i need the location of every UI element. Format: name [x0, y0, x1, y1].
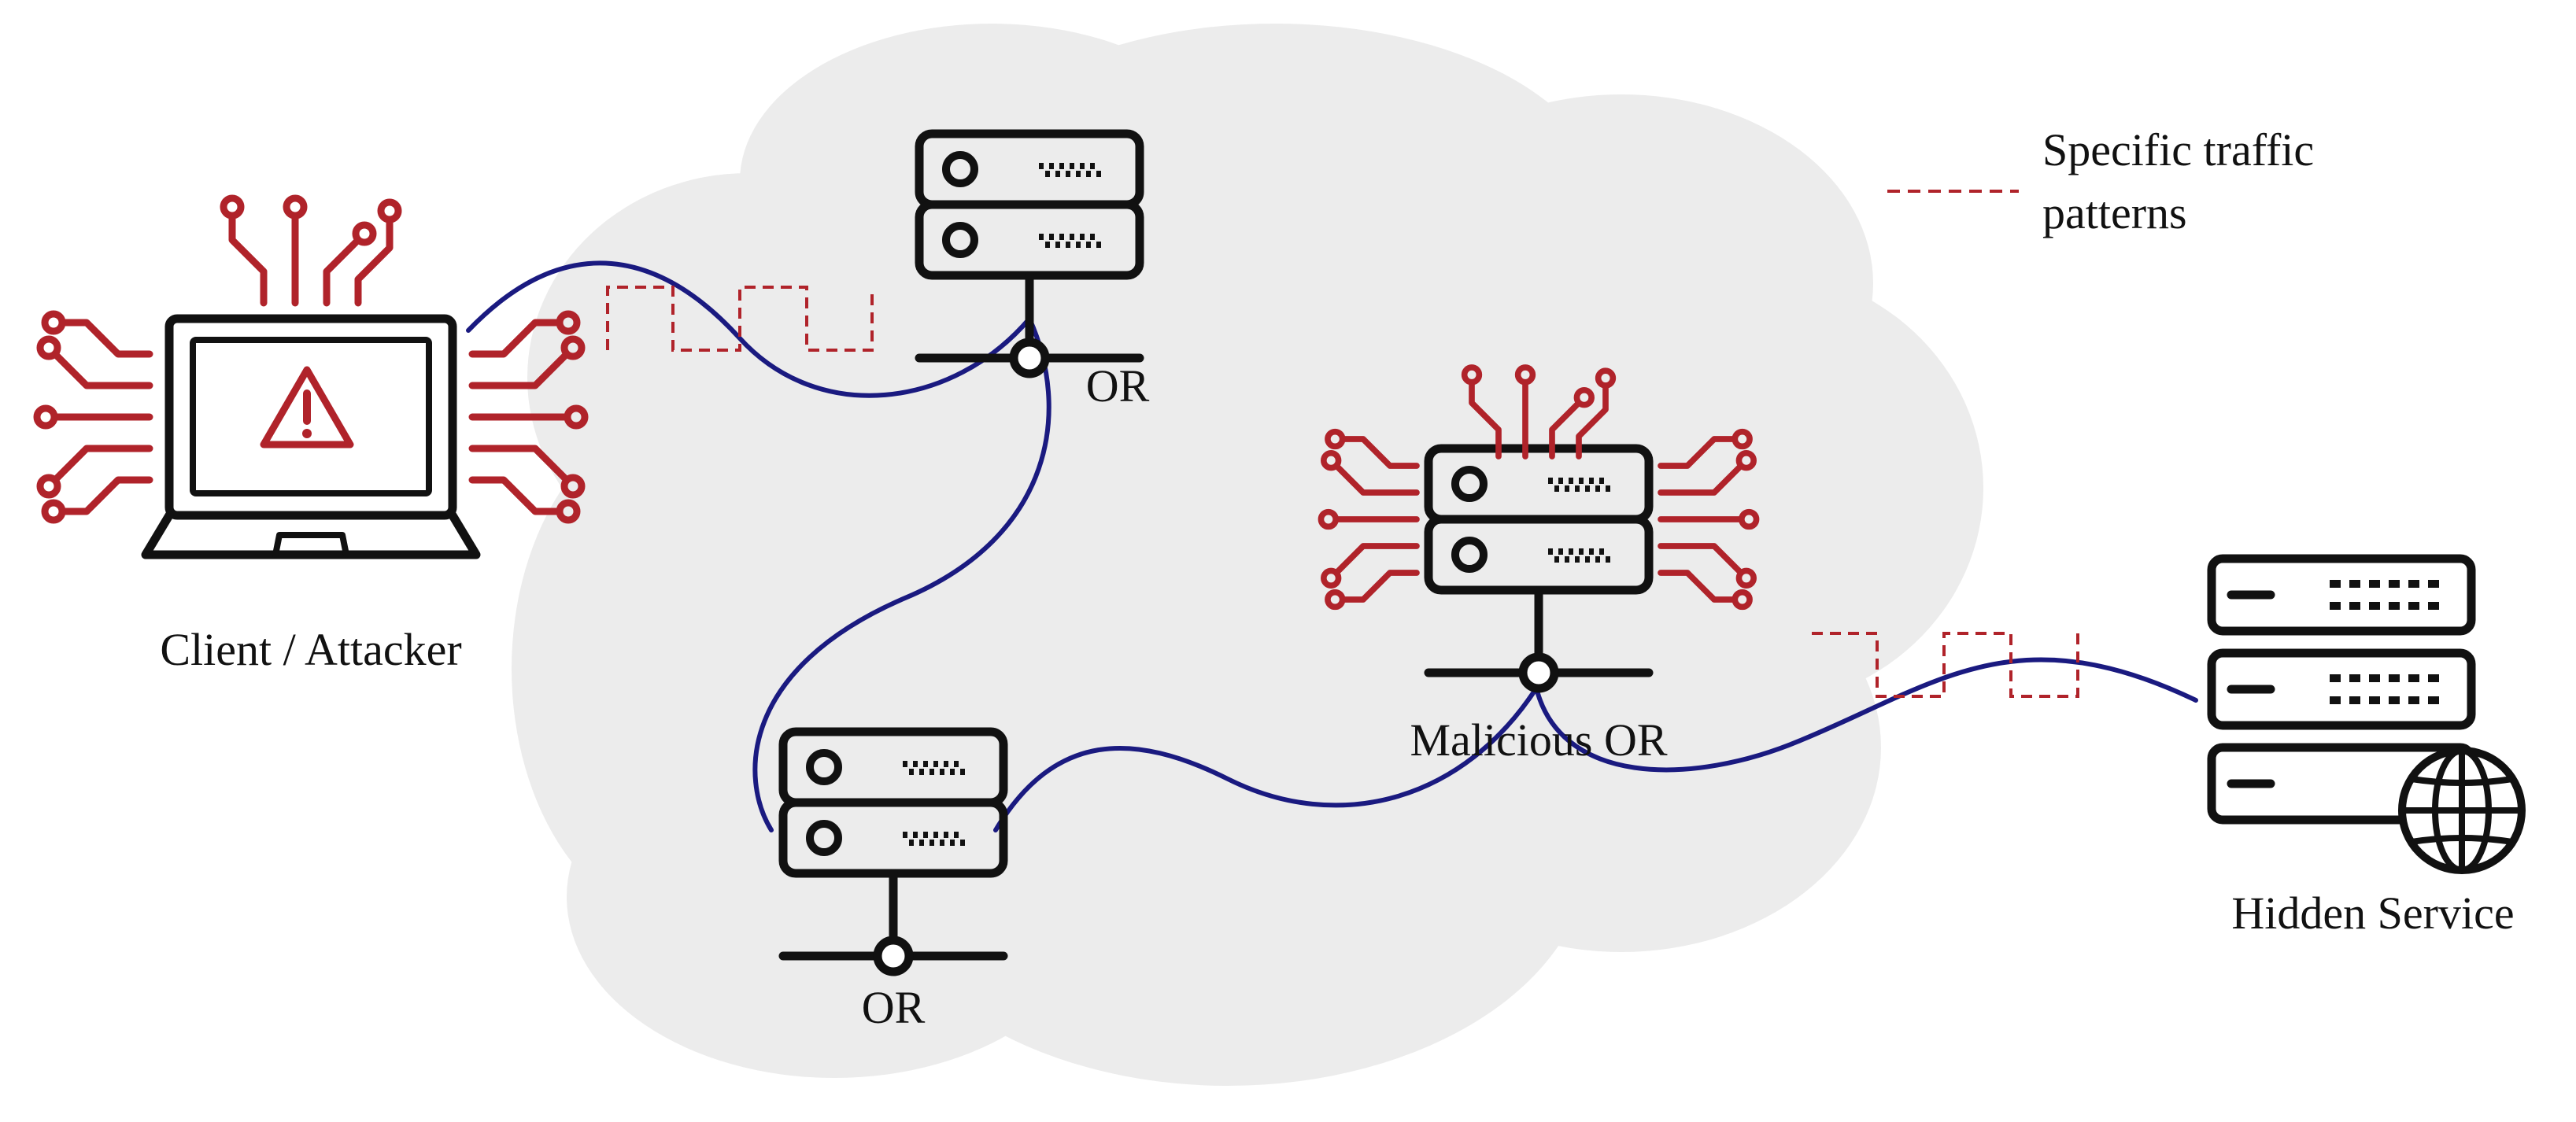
- relay-bottom-label: OR: [862, 982, 926, 1033]
- circuit-traces-icon: [37, 198, 585, 520]
- network-cloud: [512, 24, 1983, 1086]
- legend-label-line2: patterns: [2042, 187, 2187, 238]
- link-client-to-relay-top: [466, 260, 1032, 398]
- legend-label-line1: Specific traffic: [2042, 124, 2314, 175]
- link-relay-top-to-relay-bottom: [752, 316, 1051, 832]
- server-globe-icon: [2207, 554, 2526, 874]
- link-relay-bottom-to-malicious: [993, 682, 1541, 832]
- hidden-service-label: Hidden Service: [2231, 888, 2514, 939]
- traffic-pattern-right: [1812, 632, 2079, 698]
- link-malicious-to-hidden-service: [1532, 657, 2198, 773]
- relay-top-node: OR: [919, 134, 1150, 412]
- laptop-alert-icon: [141, 314, 481, 559]
- client-attacker-node: Client / Attacker: [37, 198, 585, 675]
- malicious-relay-node: Malicious OR: [1321, 367, 1756, 766]
- relay-top-label: OR: [1086, 360, 1150, 412]
- client-label: Client / Attacker: [160, 624, 461, 675]
- traffic-pattern-left: [606, 286, 874, 352]
- circuit-links: [466, 260, 2198, 832]
- relay-bottom-node: OR: [783, 732, 1003, 1033]
- legend: Specific traffic patterns: [1887, 124, 2314, 238]
- hidden-service-node: Hidden Service: [2207, 554, 2526, 939]
- malicious-relay-label: Malicious OR: [1410, 714, 1667, 766]
